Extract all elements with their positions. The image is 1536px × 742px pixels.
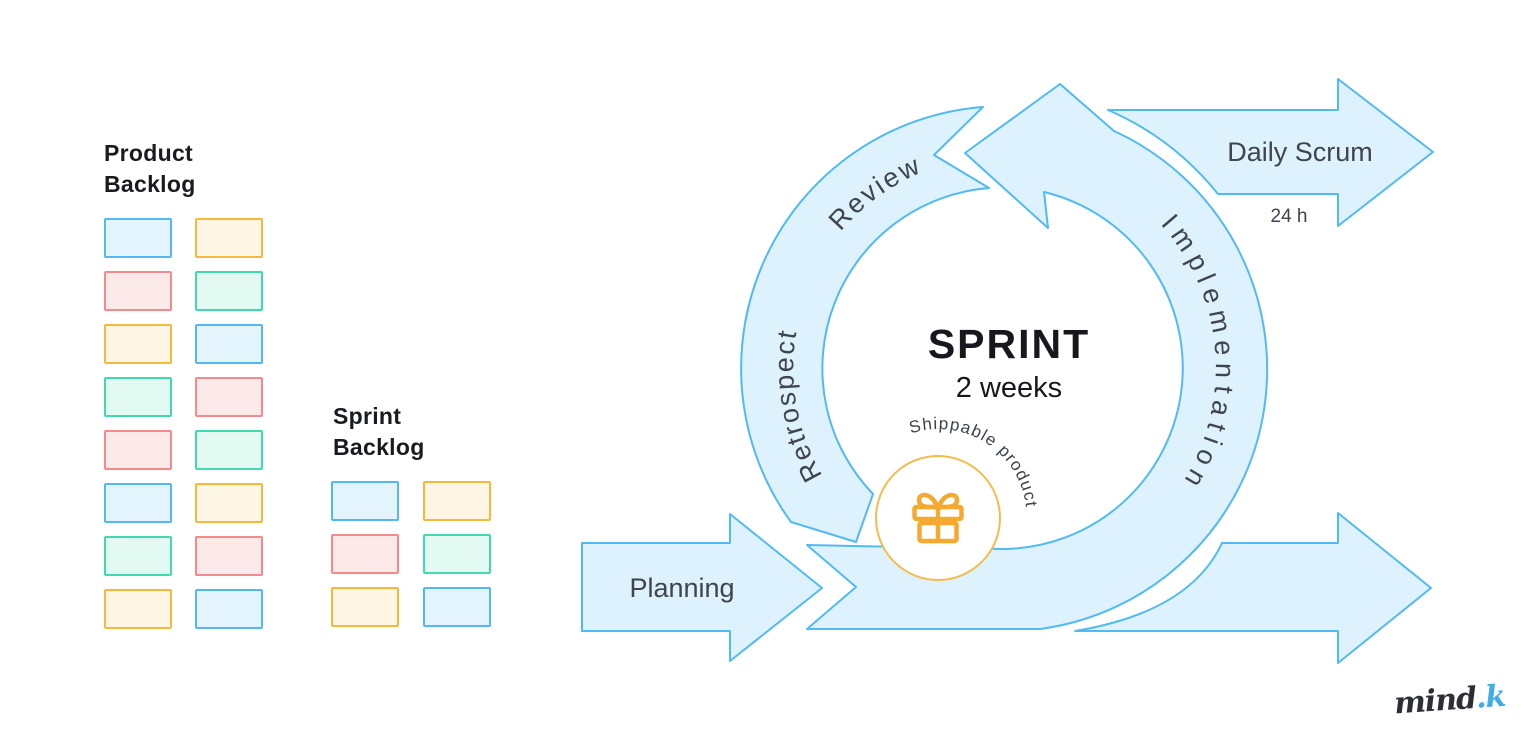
backlog-card-blue bbox=[423, 587, 491, 627]
backlog-card-red bbox=[104, 430, 172, 470]
mindk-logo-text: mind bbox=[1392, 680, 1478, 722]
backlog-card-blue bbox=[195, 589, 263, 629]
backlog-card-red bbox=[104, 271, 172, 311]
cycle-arc-left bbox=[740, 106, 990, 543]
sprint-title: SPRINT bbox=[928, 321, 1090, 367]
backlog-card-teal bbox=[104, 536, 172, 576]
cycle-arc-main bbox=[806, 83, 1269, 630]
backlog-card-blue bbox=[104, 483, 172, 523]
mindk-logo-accent: .k bbox=[1474, 678, 1507, 716]
sprint-backlog-title-line2: Backlog bbox=[333, 434, 425, 460]
backlog-card-red bbox=[195, 377, 263, 417]
backlog-card-teal bbox=[195, 430, 263, 470]
gift-icon bbox=[912, 492, 964, 544]
product-backlog-grid bbox=[104, 218, 263, 629]
backlog-card-teal bbox=[195, 271, 263, 311]
backlog-card-orange bbox=[104, 324, 172, 364]
backlog-card-orange bbox=[104, 589, 172, 629]
backlog-card-orange bbox=[195, 483, 263, 523]
backlog-card-orange bbox=[195, 218, 263, 258]
release-arrow bbox=[1074, 512, 1432, 664]
product-backlog-title: Product Backlog bbox=[104, 138, 196, 200]
daily-scrum-duration-label: 24 h bbox=[1271, 206, 1308, 227]
daily-scrum-label: Daily Scrum bbox=[1227, 137, 1373, 167]
backlog-card-orange bbox=[331, 587, 399, 627]
backlog-card-teal bbox=[104, 377, 172, 417]
sprint-duration: 2 weeks bbox=[956, 372, 1062, 404]
backlog-card-red bbox=[195, 536, 263, 576]
planning-arrow bbox=[581, 513, 823, 662]
backlog-card-orange bbox=[423, 481, 491, 521]
backlog-card-blue bbox=[331, 481, 399, 521]
daily-scrum-arrow bbox=[1107, 78, 1434, 227]
backlog-card-blue bbox=[104, 218, 172, 258]
sprint-backlog-title: Sprint Backlog bbox=[333, 401, 425, 463]
planning-label: Planning bbox=[629, 573, 734, 603]
product-backlog-title-line1: Product bbox=[104, 140, 193, 166]
backlog-card-teal bbox=[423, 534, 491, 574]
sprint-backlog-grid bbox=[331, 481, 491, 627]
backlog-card-red bbox=[331, 534, 399, 574]
product-backlog-title-line2: Backlog bbox=[104, 171, 196, 197]
backlog-card-blue bbox=[195, 324, 263, 364]
sprint-backlog-title-line1: Sprint bbox=[333, 403, 402, 429]
